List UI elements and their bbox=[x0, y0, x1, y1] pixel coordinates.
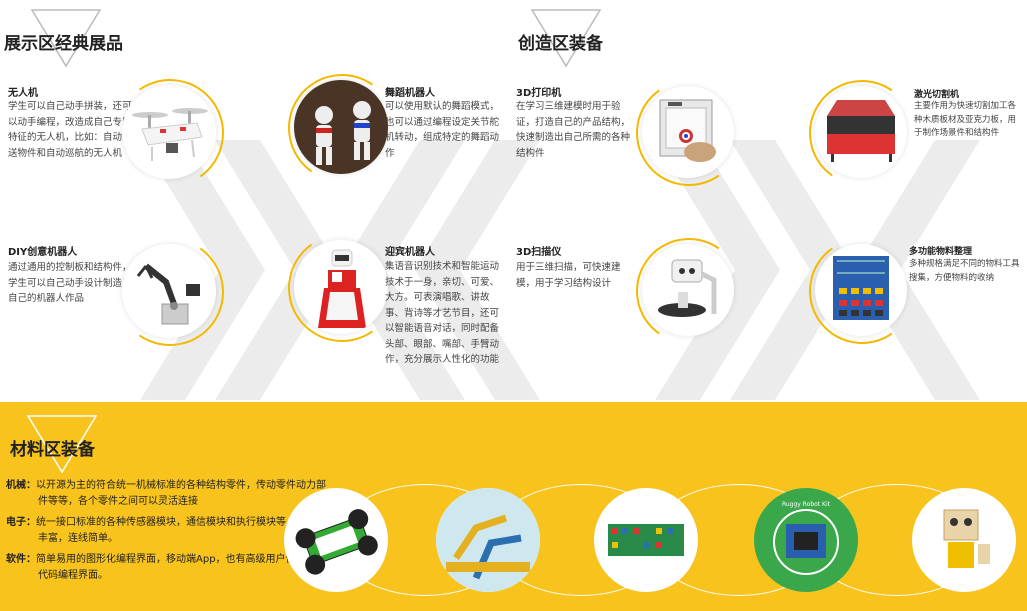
section-title-display: 展示区经典展品 bbox=[4, 34, 123, 54]
material-text: 简单易用的图形化编程界面，移动端App，也有高级用户使用的代码编程界面。 bbox=[36, 554, 316, 581]
material-text: 统一接口标准的各种传感器模块，通信模块和执行模块等，种类丰富，连线简单。 bbox=[36, 517, 316, 544]
material-row-software: 软件：简单易用的图形化编程界面，移动端App，也有高级用户使用的代码编程界面。 bbox=[6, 552, 316, 584]
item-desc-dance-robot: 可以使用默认的舞蹈模式，也可以通过编程设定关节舵机转动，组成特定的舞蹈动作 bbox=[385, 101, 500, 159]
3d-printer-icon bbox=[659, 99, 716, 162]
storage-rack-icon bbox=[833, 256, 889, 320]
storage-rack-image bbox=[815, 244, 907, 336]
item-desc-diy-robot: 通过通用的控制板和结构件，学生可以自己动手设计制造出自己的机器人作品 bbox=[8, 262, 132, 304]
robot-arm-image bbox=[122, 244, 216, 338]
section-title-creation: 创造区装备 bbox=[518, 34, 603, 54]
controller-board-image: Ruggy Robot Kit bbox=[754, 488, 858, 592]
drone-image bbox=[122, 85, 216, 179]
laser-cutter-icon bbox=[827, 100, 895, 162]
reception-robot-icon bbox=[318, 249, 366, 328]
item-title-reception-robot: 迎宾机器人 bbox=[385, 247, 435, 258]
item-desc-drone: 学生可以自己动手拼装，还可以动手编程，改造成自己专属特征的无人机，比如：自动派送… bbox=[8, 101, 132, 159]
drone-icon bbox=[132, 108, 208, 161]
material-row-mechanical: 机械：以开源为主的符合统一机械标准的各种结构零件，传动零件动力部件等等，各个零件… bbox=[6, 478, 328, 510]
item-desc-3d-scanner: 用于三维扫描，可快速建模，用于学习结构设计 bbox=[516, 262, 621, 289]
board-label: Ruggy Robot Kit bbox=[782, 501, 831, 508]
item-title-storage-rack: 多功能物料整理 bbox=[909, 247, 973, 257]
item-title-3d-scanner: 3D扫描仪 bbox=[516, 247, 562, 258]
dance-robot-image bbox=[294, 80, 388, 174]
item-desc-reception-robot: 集语音识别技术和智能运动技术于一身，亲切、可爱、大方。可表演唱歌、讲故事、背诗等… bbox=[385, 261, 500, 365]
material-row-electronic: 电子：统一接口标准的各种传感器模块，通信模块和执行模块等，种类丰富，连线简单。 bbox=[6, 515, 316, 547]
item-desc-storage-rack: 多种规格满足不同的物料工具搜集，方便物料的收纳 bbox=[909, 259, 1020, 283]
3d-scanner-image bbox=[642, 244, 734, 336]
background-watermark bbox=[140, 140, 980, 400]
item-title-laser-cutter: 激光切割机 bbox=[914, 90, 960, 100]
robot-arm-icon bbox=[136, 263, 200, 325]
robot-car-image bbox=[284, 488, 388, 592]
title-triangle-decoration bbox=[30, 9, 102, 68]
dance-robot-icon bbox=[315, 101, 371, 165]
item-desc-laser-cutter: 主要作用为快速切割加工各种木质板材及亚克力板，用于制作场景件和结构件 bbox=[914, 101, 1017, 138]
controller-board-icon: Ruggy Robot Kit bbox=[773, 501, 839, 575]
laser-cutter-image bbox=[815, 86, 907, 178]
item-title-diy-robot: DIY创意机器人 bbox=[8, 247, 78, 258]
3d-scanner-icon bbox=[658, 259, 717, 317]
robot-car-icon bbox=[295, 509, 378, 575]
wood-robot-image bbox=[912, 488, 1016, 592]
arm-kit-image bbox=[436, 488, 540, 592]
item-desc-3d-printer: 在学习三维建模时用于验证，打造自己的产品结构，快速制造出自己所需的各种结构件 bbox=[516, 101, 631, 159]
item-title-3d-printer: 3D打印机 bbox=[516, 88, 562, 99]
item-title-dance-robot: 舞蹈机器人 bbox=[385, 88, 435, 99]
arm-kit-icon bbox=[436, 488, 540, 592]
circuit-board-icon bbox=[608, 524, 684, 556]
3d-printer-image bbox=[642, 86, 734, 178]
circuit-board-image bbox=[594, 488, 698, 592]
item-title-drone: 无人机 bbox=[8, 88, 38, 99]
wood-robot-icon bbox=[943, 509, 990, 568]
material-text: 以开源为主的符合统一机械标准的各种结构零件，传动零件动力部件等等，各个零件之间可… bbox=[36, 480, 326, 507]
title-triangle-decoration bbox=[26, 415, 98, 474]
reception-robot-image bbox=[294, 240, 388, 334]
materials-section: 材料区装备 机械：以开源为主的符合统一机械标准的各种结构零件，传动零件动力部件等… bbox=[0, 402, 1027, 611]
material-label: 软件： bbox=[6, 554, 36, 565]
title-triangle-decoration bbox=[530, 9, 602, 68]
material-label: 电子： bbox=[6, 517, 36, 528]
material-label: 机械： bbox=[6, 480, 36, 491]
section-title-materials: 材料区装备 bbox=[10, 440, 95, 460]
